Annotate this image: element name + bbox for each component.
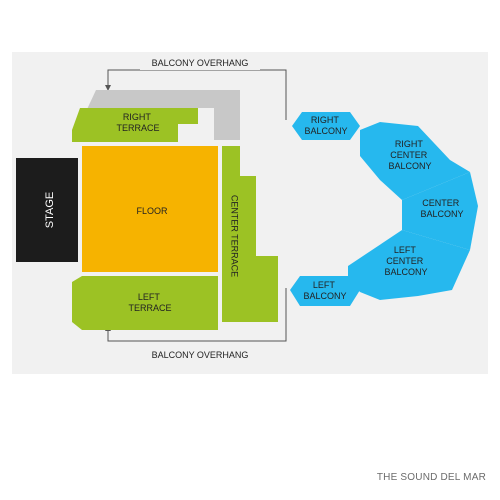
balcony-overhang-bottom-label: BALCONY OVERHANG [152, 350, 249, 360]
left-balcony-label: LEFT BALCONY [303, 280, 346, 301]
right-balcony-label: RIGHT BALCONY [304, 115, 347, 136]
right-terrace-section[interactable] [72, 108, 198, 142]
left-center-balcony-section[interactable] [348, 230, 470, 300]
left-terrace-label: LEFT TERRACE [128, 292, 171, 313]
right-center-balcony-label: RIGHT CENTER BALCONY [388, 139, 431, 171]
center-balcony-section[interactable] [402, 172, 478, 250]
balcony-overhang-bottom-arrow [105, 288, 287, 342]
floor-section[interactable] [82, 146, 218, 272]
stage-label: STAGE [44, 192, 56, 228]
left-terrace-section[interactable] [72, 276, 218, 330]
balcony-overhang-top-label: BALCONY OVERHANG [152, 58, 249, 68]
left-center-balcony-label: LEFT CENTER BALCONY [384, 245, 427, 277]
balcony-overhang-section [82, 90, 240, 140]
right-balcony-section[interactable] [292, 112, 360, 140]
center-balcony-label: CENTER BALCONY [420, 198, 463, 219]
floor-label: FLOOR [136, 206, 168, 216]
left-balcony-section[interactable] [290, 276, 360, 306]
right-center-balcony-section[interactable] [360, 122, 470, 200]
venue-name: THE SOUND DEL MAR [376, 472, 486, 483]
center-terrace-section[interactable] [222, 146, 278, 322]
right-terrace-label: RIGHT TERRACE [116, 112, 159, 133]
center-terrace-label: CENTER TERRACE [230, 195, 240, 277]
stage-section [16, 158, 78, 262]
